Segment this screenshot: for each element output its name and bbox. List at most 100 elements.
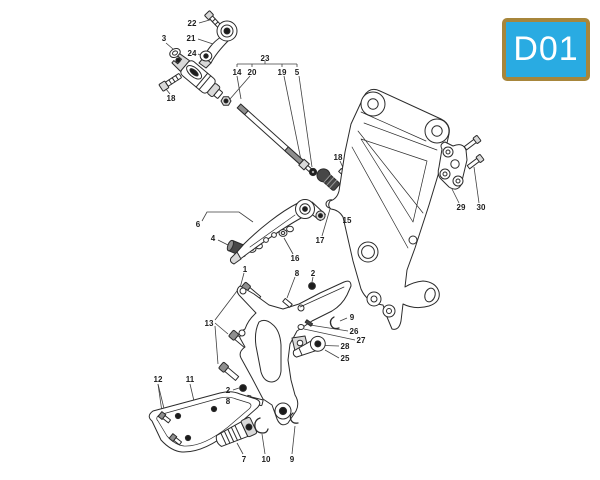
gear-actuator-assembly <box>158 53 232 106</box>
leader-line <box>451 188 460 204</box>
part-callout-6[interactable]: 6 <box>196 220 201 229</box>
part-callout-16[interactable]: 16 <box>291 254 300 263</box>
part-callout-22[interactable]: 22 <box>188 19 197 28</box>
shift-rod-assembly <box>236 103 318 177</box>
part-callout-17[interactable]: 17 <box>316 236 325 245</box>
diagram-code-label: D01 <box>513 30 579 68</box>
footpeg-assembly <box>215 416 258 447</box>
pedal-lever-25 <box>292 335 326 358</box>
leader-line <box>214 322 229 335</box>
part-callout-7[interactable]: 7 <box>242 455 247 464</box>
part-callout-25[interactable]: 25 <box>341 354 350 363</box>
hanger-plate-1 <box>236 280 352 426</box>
leader-line <box>165 42 174 50</box>
part-callout-20[interactable]: 20 <box>248 68 257 77</box>
clip-9-lower <box>289 412 299 424</box>
part-callout-10[interactable]: 10 <box>262 455 271 464</box>
nut-20 <box>220 96 232 106</box>
leader-line <box>291 425 296 455</box>
part-callout-2[interactable]: 2 <box>226 386 231 395</box>
leader-line <box>236 75 242 100</box>
part-callout-11[interactable]: 11 <box>186 375 195 384</box>
leader-line <box>303 328 356 341</box>
heel-guard-assembly <box>148 391 261 453</box>
part-callout-30[interactable]: 30 <box>477 203 486 212</box>
circlip-3 <box>169 47 181 59</box>
part-callout-9[interactable]: 9 <box>290 455 295 464</box>
part-callout-24[interactable]: 24 <box>188 49 197 58</box>
leader-line <box>157 383 163 413</box>
part-callout-23[interactable]: 23 <box>261 54 270 63</box>
part-callout-2[interactable]: 2 <box>311 269 316 278</box>
frame-bracket <box>328 88 450 330</box>
bolt-30b <box>466 154 485 170</box>
part-callout-15[interactable]: 15 <box>343 216 352 225</box>
leader-line <box>286 276 296 299</box>
part-callout-18[interactable]: 18 <box>167 94 176 103</box>
shift-lever-assembly <box>226 199 315 265</box>
lever-arm-6 <box>235 202 304 261</box>
footrest-hanger-assembly <box>218 280 352 434</box>
leader-line <box>201 211 254 223</box>
part-callout-8[interactable]: 8 <box>295 269 300 278</box>
leader-line <box>197 53 201 56</box>
clip-9-upper <box>329 316 340 330</box>
leader-line <box>217 239 229 246</box>
part-callout-18[interactable]: 18 <box>334 153 343 162</box>
leader-line <box>189 383 195 402</box>
part-callout-27[interactable]: 27 <box>357 336 366 345</box>
mount-bracket-29 <box>437 135 485 190</box>
screw-12a <box>157 411 172 424</box>
pin-8-upper <box>282 297 293 308</box>
part-callout-8[interactable]: 8 <box>226 397 231 406</box>
part-callout-9[interactable]: 9 <box>350 313 355 322</box>
leader-line <box>232 387 240 391</box>
washer-16 <box>278 229 288 237</box>
leader-line <box>473 166 480 204</box>
leader-line <box>324 349 340 359</box>
part-callout-13[interactable]: 13 <box>205 319 214 328</box>
part-callout-28[interactable]: 28 <box>341 342 350 351</box>
part-callout-19[interactable]: 19 <box>278 68 287 77</box>
bolt-18-left <box>158 73 182 92</box>
leader-line <box>283 75 302 161</box>
screw-2-lower <box>239 384 247 392</box>
leader-line <box>229 75 251 100</box>
part-callout-26[interactable]: 26 <box>350 327 359 336</box>
leader-line <box>197 38 214 45</box>
diagram-parts <box>148 10 485 453</box>
leader-line <box>283 237 294 255</box>
leader-line <box>339 317 348 322</box>
leader-line <box>298 75 313 168</box>
part-callout-14[interactable]: 14 <box>233 68 242 77</box>
leader-line <box>214 325 219 365</box>
leader-line <box>165 88 171 95</box>
leader-line <box>214 286 241 321</box>
leader-line <box>236 442 244 455</box>
screw-2-upper <box>308 282 316 290</box>
part-callout-21[interactable]: 21 <box>187 34 196 43</box>
leader-line <box>311 276 314 283</box>
diagram-code-badge: D01 <box>502 18 590 81</box>
part-callout-3[interactable]: 3 <box>162 34 167 43</box>
washer-27 <box>297 324 305 330</box>
bolt-13c <box>218 362 240 381</box>
part-callout-12[interactable]: 12 <box>154 375 163 384</box>
part-callout-1[interactable]: 1 <box>243 265 248 274</box>
footpeg-7 <box>215 416 258 447</box>
part-callout-5[interactable]: 5 <box>295 68 300 77</box>
part-callout-29[interactable]: 29 <box>457 203 466 212</box>
splined-shaft <box>316 168 340 191</box>
pin-26 <box>304 319 314 327</box>
screw-12b <box>168 433 183 446</box>
leader-line <box>239 272 245 289</box>
clip-10 <box>254 417 269 434</box>
leader-line <box>321 208 331 237</box>
bolt-30 <box>463 135 482 151</box>
leader-line <box>309 324 349 332</box>
part-callout-4[interactable]: 4 <box>211 234 216 243</box>
rocker-arm-assembly <box>169 10 238 69</box>
